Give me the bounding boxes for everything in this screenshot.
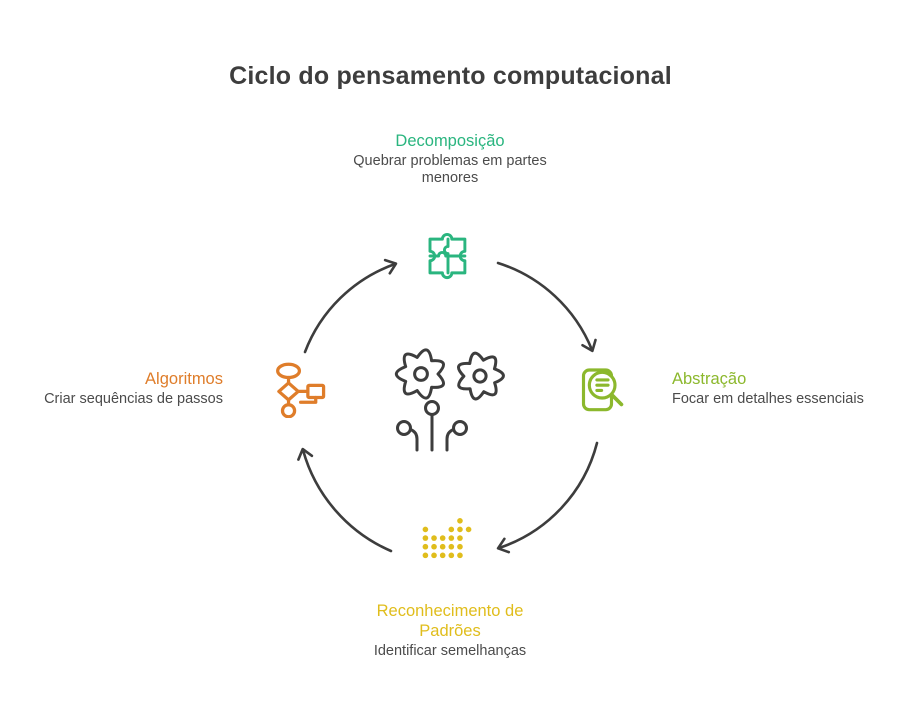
dot-pattern-icon: [422, 517, 472, 559]
flowchart-icon: [276, 362, 326, 418]
node-algoritmos: Algoritmos Criar sequências de passos: [27, 369, 223, 408]
magnifier-document-icon: [581, 368, 624, 412]
puzzle-icon: [428, 233, 467, 279]
node-reconhecimento-padroes: Reconhecimento de Padrões Identificar se…: [350, 601, 550, 660]
node-algoritmos-description: Criar sequências de passos: [44, 391, 223, 408]
node-reconhecimento-padroes-label: Reconhecimento de Padrões: [376, 602, 524, 641]
arrow-left-to-top: [303, 258, 398, 354]
node-abstracao-label: Abstração: [672, 370, 747, 388]
arrow-top-to-right: [496, 261, 597, 353]
arrow-bottom-to-left: [297, 447, 393, 553]
node-abstracao: Abstração Focar em detalhes essenciais: [672, 369, 894, 408]
node-decomposicao-label: Decomposição: [395, 132, 505, 150]
arrow-right-to-bottom: [496, 441, 599, 554]
gears-circuit-icon: [394, 348, 505, 452]
node-abstracao-description: Focar em detalhes essenciais: [672, 391, 864, 408]
node-decomposicao-description: Quebrar problemas em partes menores: [353, 153, 547, 187]
node-algoritmos-label: Algoritmos: [145, 370, 223, 388]
diagram-title: Ciclo do pensamento computacional: [229, 62, 672, 90]
node-reconhecimento-padroes-description: Identificar semelhanças: [373, 643, 527, 660]
node-decomposicao: Decomposição Quebrar problemas em partes…: [305, 131, 595, 187]
